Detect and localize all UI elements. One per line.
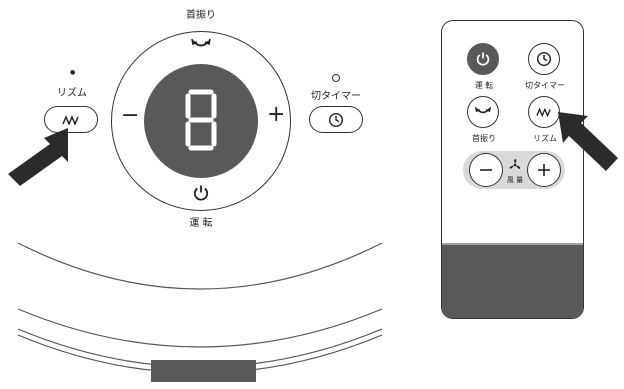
remote-power-label: 運 転 <box>474 81 494 90</box>
remote-divider <box>442 243 583 245</box>
power-label: 運 転 <box>189 218 213 229</box>
minus-button[interactable]: − <box>121 103 140 128</box>
rhythm-button[interactable] <box>44 106 98 133</box>
remote-bottom-panel <box>442 245 583 318</box>
timer-label: 切タイマー <box>311 91 361 102</box>
fan-display-window <box>151 360 256 382</box>
rhythm-label: リズム <box>57 88 87 99</box>
remote-timer-button[interactable] <box>528 43 560 75</box>
remote-rhythm-button[interactable] <box>528 96 560 128</box>
plus-icon <box>538 164 550 176</box>
pointer-arrow-right <box>554 108 622 180</box>
remote-rhythm-label: リズム <box>533 134 557 143</box>
power-icon[interactable] <box>192 184 210 202</box>
swing-icon <box>474 106 492 114</box>
timer-indicator-circle <box>332 74 340 82</box>
plus-button[interactable]: + <box>267 102 286 127</box>
power-icon <box>476 52 490 66</box>
minus-icon <box>480 169 492 171</box>
timer-button[interactable] <box>309 106 363 133</box>
seven-segment-digit <box>184 88 218 152</box>
pointer-arrow-left <box>4 124 74 190</box>
swing-label: 首振り <box>186 10 216 21</box>
rhythm-wave-icon <box>62 114 79 125</box>
timer-clock-icon <box>328 112 344 127</box>
fan-speed-label: 風 量 <box>506 176 524 184</box>
remote-timer-label: 切タイマー <box>525 81 565 90</box>
swing-icon[interactable] <box>190 37 212 51</box>
rhythm-indicator-dot: ● <box>70 69 76 76</box>
remote-plus-button[interactable] <box>527 153 561 187</box>
remote-minus-button[interactable] <box>469 153 503 187</box>
fan-icon <box>508 157 522 171</box>
timer-clock-icon <box>536 51 552 67</box>
remote-swing-label: 首振り <box>472 134 496 143</box>
remote-swing-button[interactable] <box>467 96 499 128</box>
remote-power-button[interactable] <box>467 43 499 75</box>
rhythm-wave-icon <box>536 107 551 117</box>
